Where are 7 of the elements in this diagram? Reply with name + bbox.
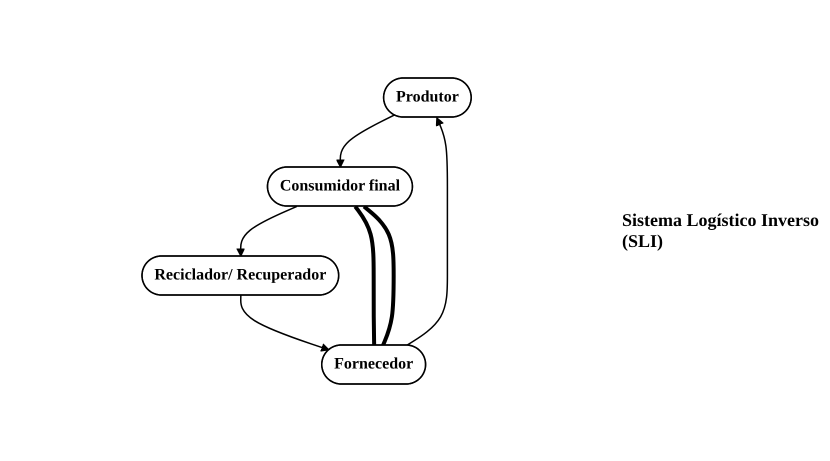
arrow <box>336 114 396 168</box>
arrow <box>406 116 449 346</box>
region-label: Sistema Logístico Inverso (SLI) <box>622 210 820 252</box>
arrow <box>240 294 330 352</box>
connector <box>363 204 396 346</box>
arrow <box>236 205 298 256</box>
connector <box>354 204 377 346</box>
